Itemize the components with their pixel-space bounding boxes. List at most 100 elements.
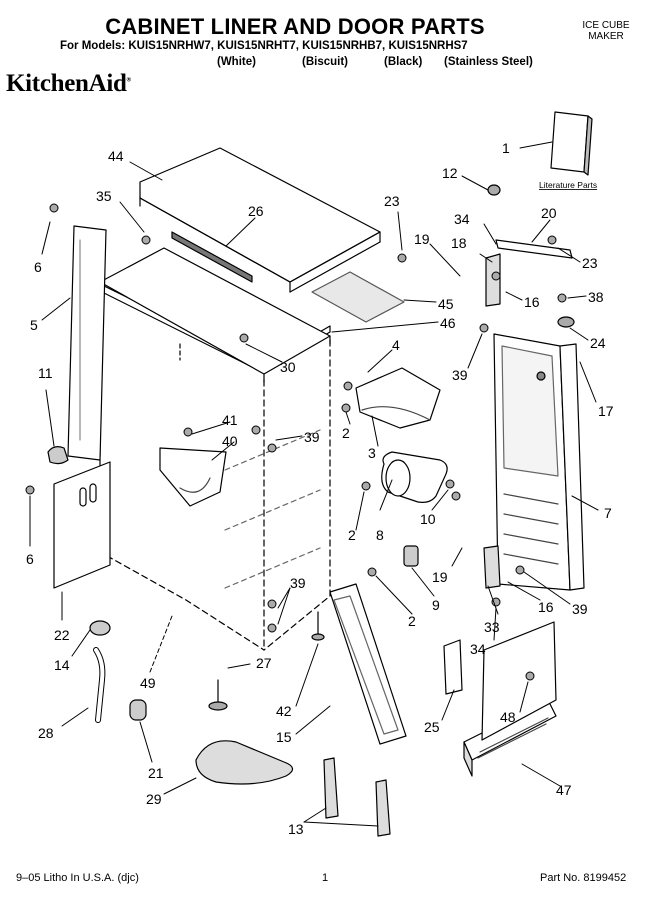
callout-4: 4: [392, 337, 400, 353]
callout-6a: 6: [34, 259, 42, 275]
insulation-sheet: [311, 271, 405, 323]
callout-23a: 23: [384, 193, 400, 209]
callout-20: 20: [541, 205, 557, 221]
callout-14: 14: [54, 657, 70, 673]
drain-hose-inner: [94, 648, 105, 722]
product-type: ICE CUBE MAKER: [566, 20, 646, 42]
callout-19a: 19: [414, 231, 430, 247]
callout-33: 33: [484, 619, 500, 635]
literature-booklet: [550, 111, 593, 176]
callout-39c: 39: [572, 601, 588, 617]
callout-40: 40: [222, 433, 238, 449]
finish-stainless: (Stainless Steel): [444, 56, 533, 68]
door-frame-gasket: [329, 583, 407, 745]
callout-49: 49: [140, 675, 156, 691]
product-type-line-2: MAKER: [588, 31, 624, 42]
screws: [25, 203, 567, 681]
callout-9: 9: [432, 597, 440, 613]
finish-black: (Black): [384, 56, 423, 68]
leader-lines: [29, 141, 599, 827]
callout-3: 3: [368, 445, 376, 461]
callout-13: 13: [288, 821, 304, 837]
hose-clamp: [89, 620, 111, 636]
hinge-clip: [47, 446, 69, 465]
footer-page-number: 1: [322, 872, 329, 884]
upper-hinge-bracket: [485, 253, 501, 307]
handle-trim-right: [375, 779, 391, 837]
callout-2b: 2: [348, 527, 356, 543]
callout-41: 41: [222, 412, 238, 428]
lower-hinge-bracket: [483, 545, 501, 589]
callout-47: 47: [556, 782, 572, 798]
callout-16b: 16: [538, 599, 554, 615]
callout-19b: 19: [432, 569, 448, 585]
callout-25: 25: [424, 719, 440, 735]
callout-39d: 39: [290, 575, 306, 591]
callout-5: 5: [30, 317, 38, 333]
callout-45: 45: [438, 296, 454, 312]
callout-42: 42: [276, 703, 292, 719]
product-type-line-1: ICE CUBE: [582, 20, 630, 31]
door-panel: [493, 333, 585, 591]
callout-29: 29: [146, 791, 162, 807]
callout-48: 48: [500, 709, 516, 725]
callout-12: 12: [442, 165, 458, 181]
callout-24: 24: [590, 335, 606, 351]
brand-name: KitchenAid: [6, 70, 127, 97]
drain-cap: [129, 699, 147, 721]
page-title: CABINET LINER AND DOOR PARTS: [105, 14, 485, 39]
bin-bracket: [159, 447, 227, 507]
callout-27: 27: [256, 655, 272, 671]
door-top-hinge-strip: [495, 239, 573, 259]
callout-34a: 34: [454, 211, 470, 227]
door-stop: [403, 545, 419, 567]
finish-biscuit: (Biscuit): [302, 56, 348, 68]
upper-deflector: [355, 367, 441, 429]
callout-23b: 23: [582, 255, 598, 271]
callout-1: 1: [502, 140, 510, 156]
callout-22: 22: [54, 627, 70, 643]
plug-button: [487, 184, 501, 196]
cabinet-top-panel: [139, 147, 381, 293]
callout-39a: 39: [452, 367, 468, 383]
brand-mark: ®: [126, 77, 131, 84]
callout-17: 17: [598, 403, 614, 419]
callout-15: 15: [276, 729, 292, 745]
ice-chute-housing: [381, 451, 448, 503]
callout-16a: 16: [524, 294, 540, 310]
leveling-leg: [311, 611, 325, 641]
callout-30: 30: [280, 359, 296, 375]
callout-34b: 34: [470, 641, 486, 657]
top-rail: [171, 231, 253, 283]
toe-grille: [463, 621, 557, 777]
kick-bracket: [443, 639, 463, 695]
left-lower-bracket: [53, 461, 111, 589]
model-list: For Models: KUIS15NRHW7, KUIS15NRHT7, KU…: [60, 40, 468, 52]
footer-part-number: Part No. 8199452: [540, 872, 627, 884]
brand-logo: KitchenAid®: [6, 70, 131, 98]
callout-7: 7: [604, 505, 612, 521]
literature-parts-label: Literature Parts: [539, 180, 597, 190]
callout-18: 18: [451, 235, 467, 251]
callout-35: 35: [96, 188, 112, 204]
callout-10: 10: [420, 511, 436, 527]
callout-6b: 6: [26, 551, 34, 567]
callout-28: 28: [38, 725, 54, 741]
callout-44: 44: [108, 148, 124, 164]
ice-scoop: [195, 740, 294, 785]
callout-39b: 39: [304, 429, 320, 445]
callout-2c: 2: [408, 613, 416, 629]
callout-8: 8: [376, 527, 384, 543]
callout-11: 11: [38, 365, 53, 381]
finish-white: (White): [217, 56, 256, 68]
callout-26: 26: [248, 203, 264, 219]
callout-2a: 2: [342, 425, 350, 441]
callout-21: 21: [148, 765, 164, 781]
callout-38: 38: [588, 289, 604, 305]
front-leveling-leg: [208, 679, 228, 711]
hinge-cap: [557, 316, 575, 328]
handle-trim-left: [323, 757, 339, 819]
left-side-panel: [67, 225, 107, 461]
callout-46: 46: [440, 315, 456, 331]
